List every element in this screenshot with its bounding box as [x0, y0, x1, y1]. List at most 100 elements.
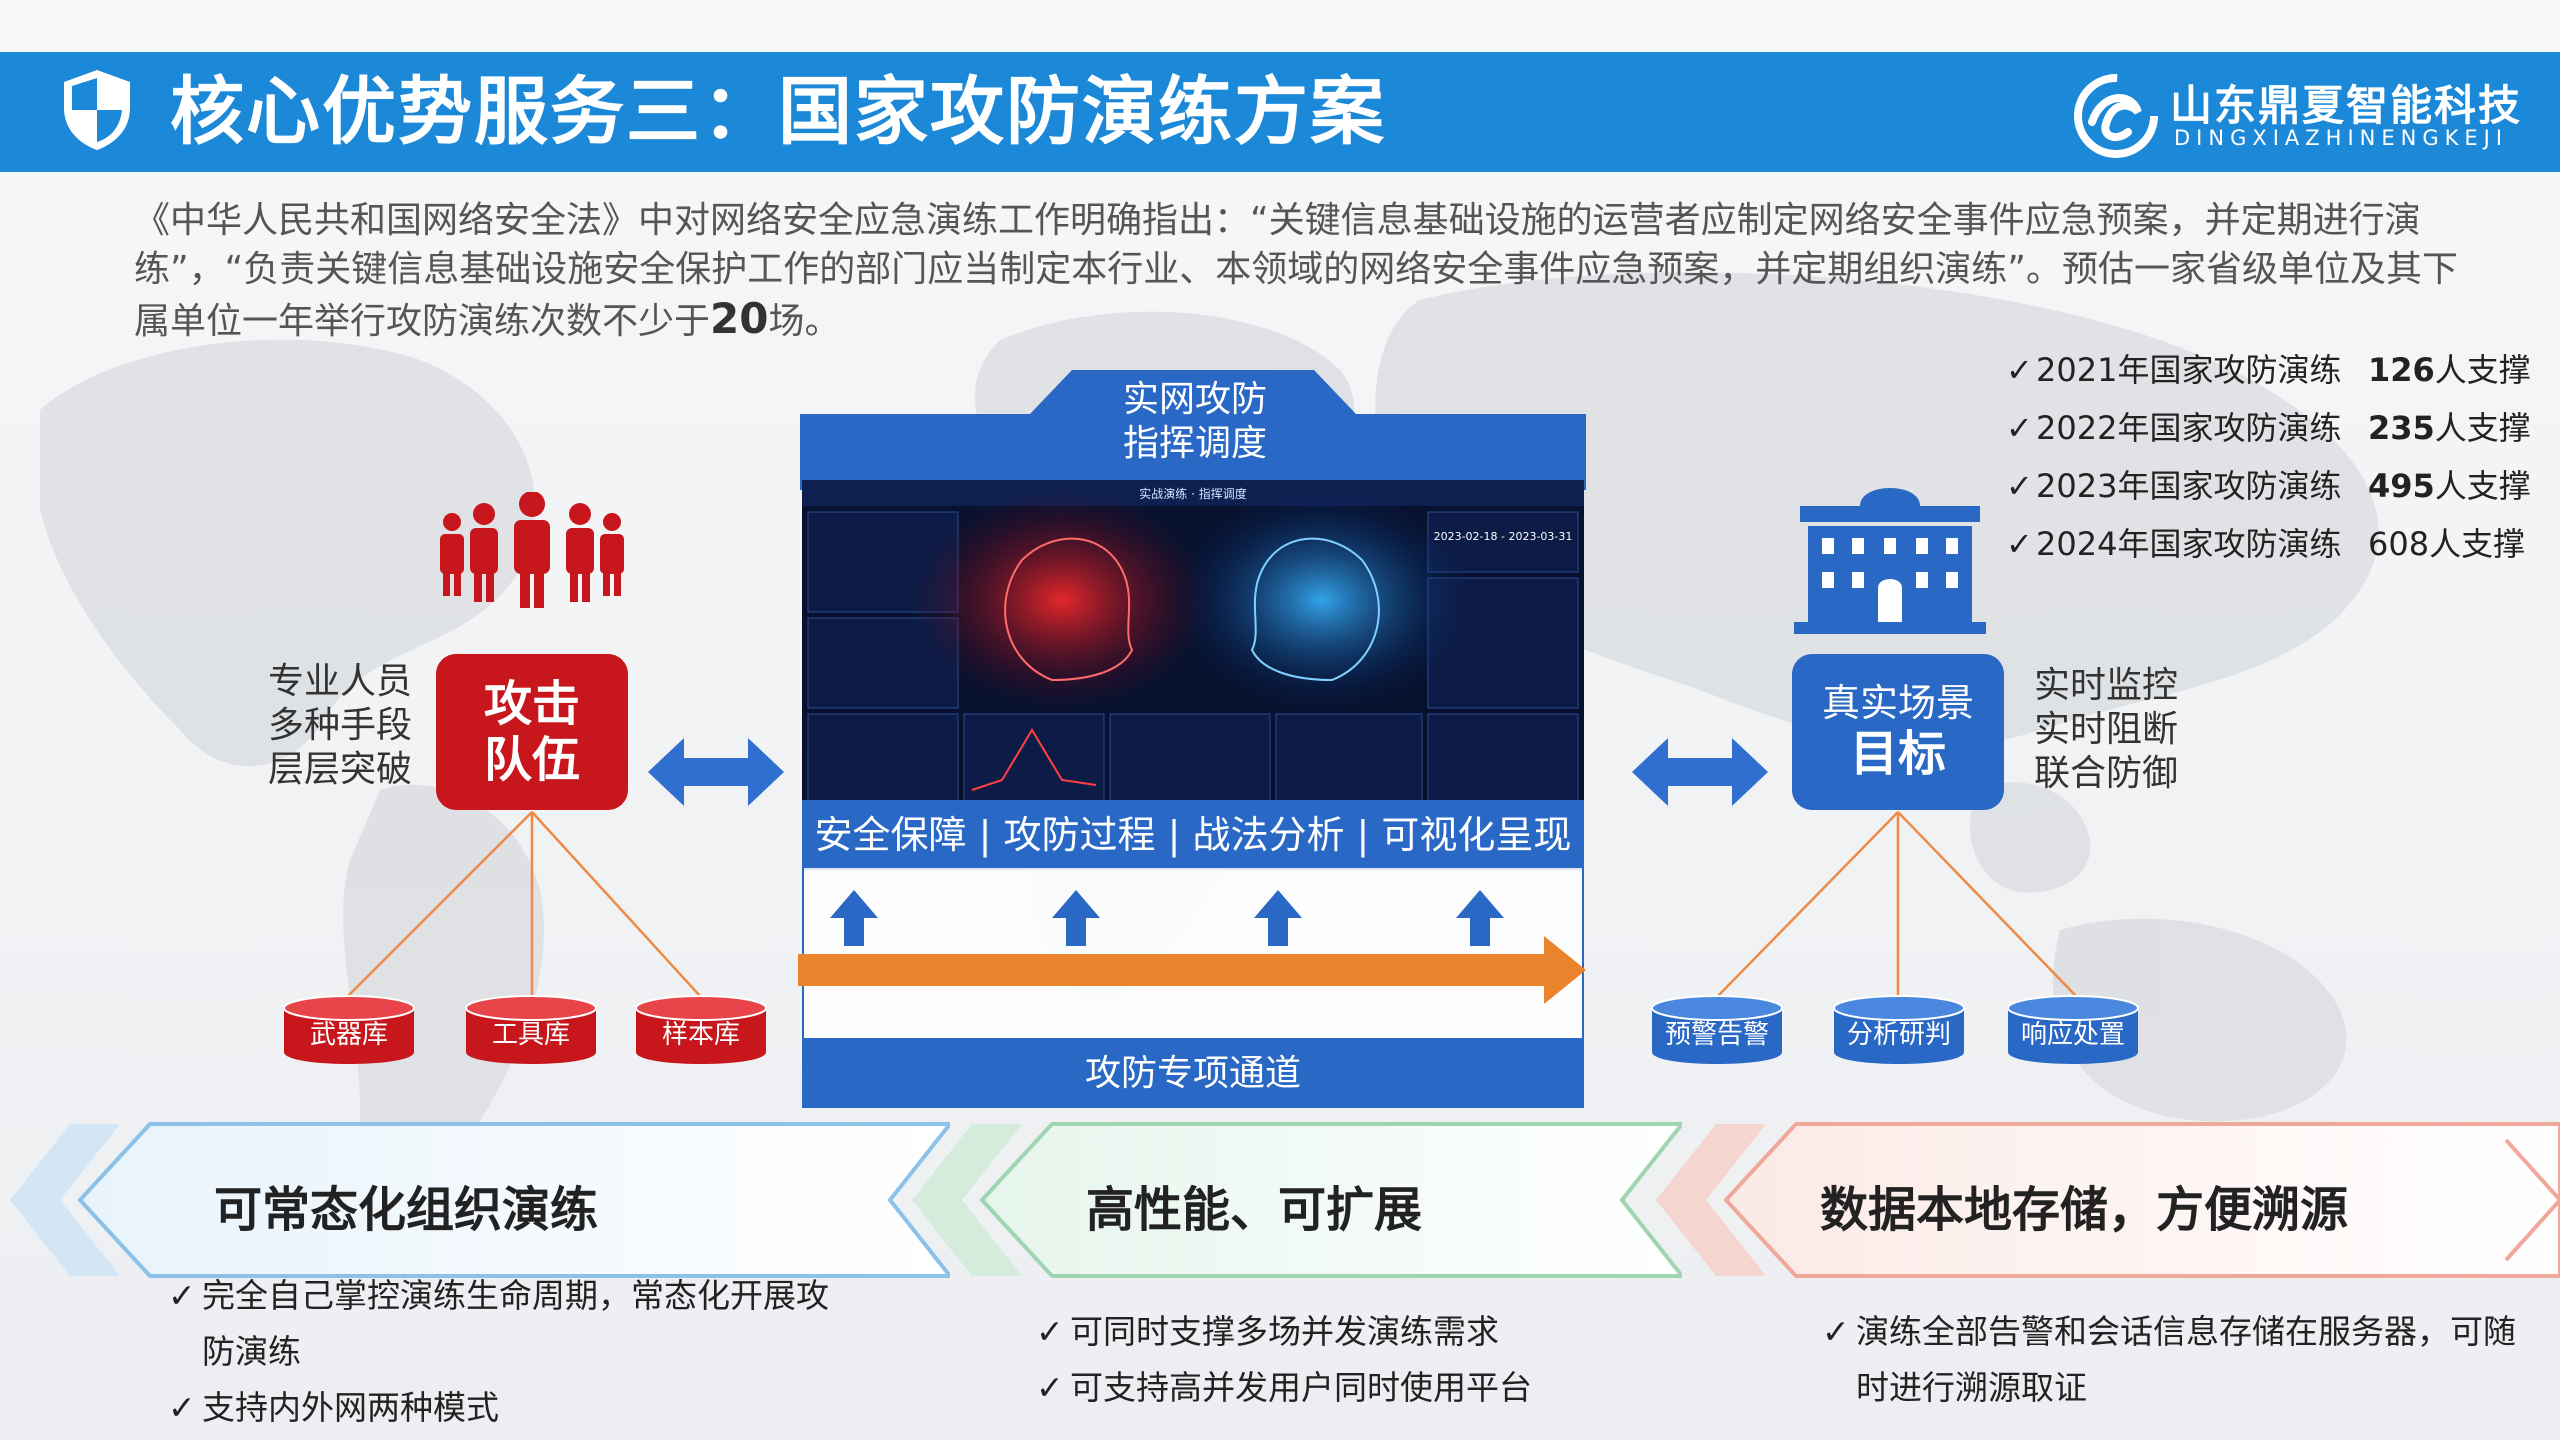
alert-store-cylinder: 预警告警 [1650, 994, 1784, 1066]
attack-line1: 攻击 [483, 676, 580, 732]
weapon-store-cylinder: 武器库 [282, 994, 416, 1066]
feature-list-1: ✓完全自己掌控演练生命周期，常态化开展攻 防演练 ✓支持内外网两种模式 [168, 1268, 888, 1436]
feature-list-3: ✓演练全部告警和会话信息存储在服务器，可随 时进行溯源取证 [1822, 1304, 2542, 1416]
attack-skill-list: 专业人员 多种手段 层层突破 [258, 660, 412, 792]
check-icon: ✓ [1822, 1312, 1850, 1351]
database-icon [2007, 995, 2139, 1064]
feature-chevron-2 [912, 1122, 1682, 1278]
feature-title: 可常态化组织演练 [214, 1182, 599, 1238]
sample-store-cylinder: 样本库 [634, 994, 768, 1066]
target-connector-lines [1717, 811, 2077, 997]
right-arrow-icon [798, 936, 1586, 1004]
command-dashboard-screenshot: 实战演练 · 指挥调度 2023-02-18 - 2023-03-31 [802, 480, 1584, 810]
intro-highlight-number: 20 [710, 294, 769, 343]
list-item: ✓完全自己掌控演练生命周期，常态化开展攻 [168, 1268, 888, 1324]
dashboard-title: 实战演练 · 指挥调度 [1139, 486, 1246, 501]
target-line2: 目标 [1849, 726, 1946, 782]
double-arrow-icon [648, 738, 784, 806]
list-item: ✓可同时支撑多场并发演练需求 [1036, 1304, 1656, 1360]
database-icon [465, 995, 597, 1064]
stat-value: 126 [2368, 351, 2435, 389]
feature-title: 数据本地存储，方便溯源 [1820, 1182, 2349, 1238]
list-item: 时进行溯源取证 [1856, 1368, 2087, 1407]
check-icon: ✓ [2006, 351, 2033, 389]
double-arrow-icon [1632, 738, 1768, 806]
people-group-icon [440, 492, 624, 608]
channel-flow-box [802, 866, 1584, 1040]
defense-capability-list: 实时监控 实时阻断 联合防御 [2034, 664, 2178, 796]
stat-item: ✓2024年国家攻防演练 608人支撑 [2006, 522, 2525, 566]
feature-list-2: ✓可同时支撑多场并发演练需求 ✓可支持高并发用户同时使用平台 [1036, 1304, 1656, 1416]
attack-team-box: 攻击 队伍 [436, 654, 628, 810]
check-icon: ✓ [1036, 1368, 1064, 1407]
company-name: 山东鼎夏智能科技 [2170, 81, 2523, 130]
shield-icon [64, 70, 130, 150]
response-store-cylinder: 响应处置 [2006, 994, 2140, 1066]
stat-unit: 人支撑 [2434, 467, 2531, 505]
stat-item: ✓2022年国家攻防演练 235人支撑 [2006, 406, 2531, 450]
intro-paragraph: 《中华人民共和国网络安全法》中对网络安全应急演练工作明确指出：“关键信息基础设施… [134, 196, 2464, 346]
company-name-pinyin: DINGXIAZHINENGKEJI [2174, 126, 2509, 150]
check-icon: ✓ [1036, 1312, 1064, 1351]
store-label: 响应处置 [2020, 1020, 2125, 1050]
check-icon: ✓ [2006, 525, 2033, 563]
skill-item: 多种手段 [267, 705, 412, 746]
up-arrow-icon [1052, 890, 1100, 946]
defense-item: 联合防御 [2034, 753, 2179, 794]
center-panel-tab [800, 370, 1586, 490]
feature-chevron-1 [10, 1122, 950, 1278]
stat-unit: 人支撑 [2429, 525, 2526, 563]
stat-item: ✓2023年国家攻防演练 495人支撑 [2006, 464, 2531, 508]
dashboard-date-range: 2023-02-18 - 2023-03-31 [1434, 530, 1573, 543]
analysis-store-cylinder: 分析研判 [1832, 994, 1966, 1066]
capabilities-bar: 安全保障 | 攻防过程 | 战法分析 | 可视化呈现 [802, 800, 1584, 870]
real-target-box: 真实场景 目标 [1792, 654, 2004, 810]
stat-value: 608 [2368, 525, 2430, 563]
up-arrow-icon [1254, 890, 1302, 946]
list-item: 防演练 [202, 1332, 301, 1371]
defense-item: 实时监控 [2034, 665, 2179, 706]
building-icon [1794, 488, 1986, 634]
attack-line2: 队伍 [483, 732, 580, 788]
stat-value: 235 [2368, 409, 2435, 447]
list-item: ✓演练全部告警和会话信息存储在服务器，可随 [1822, 1304, 2542, 1360]
check-icon: ✓ [2006, 467, 2033, 505]
store-label: 武器库 [309, 1020, 388, 1050]
database-icon [1651, 995, 1783, 1064]
store-label: 预警告警 [1664, 1020, 1769, 1050]
center-panel-title: 实网攻防 指挥调度 [1000, 378, 1390, 466]
check-icon: ✓ [168, 1276, 196, 1315]
database-icon [1833, 995, 1965, 1064]
stat-label: 2022年国家攻防演练 [2036, 409, 2342, 447]
intro-suffix: 场。 [768, 301, 841, 342]
database-icon [283, 995, 415, 1064]
list-item: ✓可支持高并发用户同时使用平台 [1036, 1360, 1656, 1416]
attack-connector-lines [347, 811, 701, 997]
stat-label: 2024年国家攻防演练 [2036, 525, 2342, 563]
intro-text: 《中华人民共和国网络安全法》中对网络安全应急演练工作明确指出：“关键信息基础设施… [134, 200, 2458, 342]
store-label: 分析研判 [1846, 1020, 1951, 1050]
store-label: 样本库 [661, 1020, 740, 1050]
check-icon: ✓ [2006, 409, 2033, 447]
list-item: ✓支持内外网两种模式 [168, 1380, 888, 1436]
feature-chevron-3 [1656, 1122, 2560, 1278]
check-icon: ✓ [168, 1388, 196, 1427]
up-arrow-icon [830, 890, 878, 946]
stat-unit: 人支撑 [2434, 351, 2531, 389]
tool-store-cylinder: 工具库 [464, 994, 598, 1066]
center-title-line2: 指挥调度 [1122, 423, 1267, 464]
stat-label: 2023年国家攻防演练 [2036, 467, 2342, 505]
target-line1: 真实场景 [1821, 681, 1974, 725]
database-icon [635, 995, 767, 1064]
feature-title: 高性能、可扩展 [1086, 1182, 1423, 1238]
stat-label: 2021年国家攻防演练 [2036, 351, 2342, 389]
defense-item: 实时阻断 [2034, 709, 2179, 750]
attack-defense-channel: 攻防专项通道 [802, 1040, 1584, 1108]
page-title: 核心优势服务三：国家攻防演练方案 [170, 69, 1386, 155]
stat-value: 495 [2368, 467, 2435, 505]
company-logo-icon [2074, 74, 2158, 158]
flow-arrows [798, 890, 1586, 1004]
center-title-line1: 实网攻防 [1122, 379, 1267, 420]
stat-unit: 人支撑 [2434, 409, 2531, 447]
skill-item: 层层突破 [267, 749, 412, 790]
